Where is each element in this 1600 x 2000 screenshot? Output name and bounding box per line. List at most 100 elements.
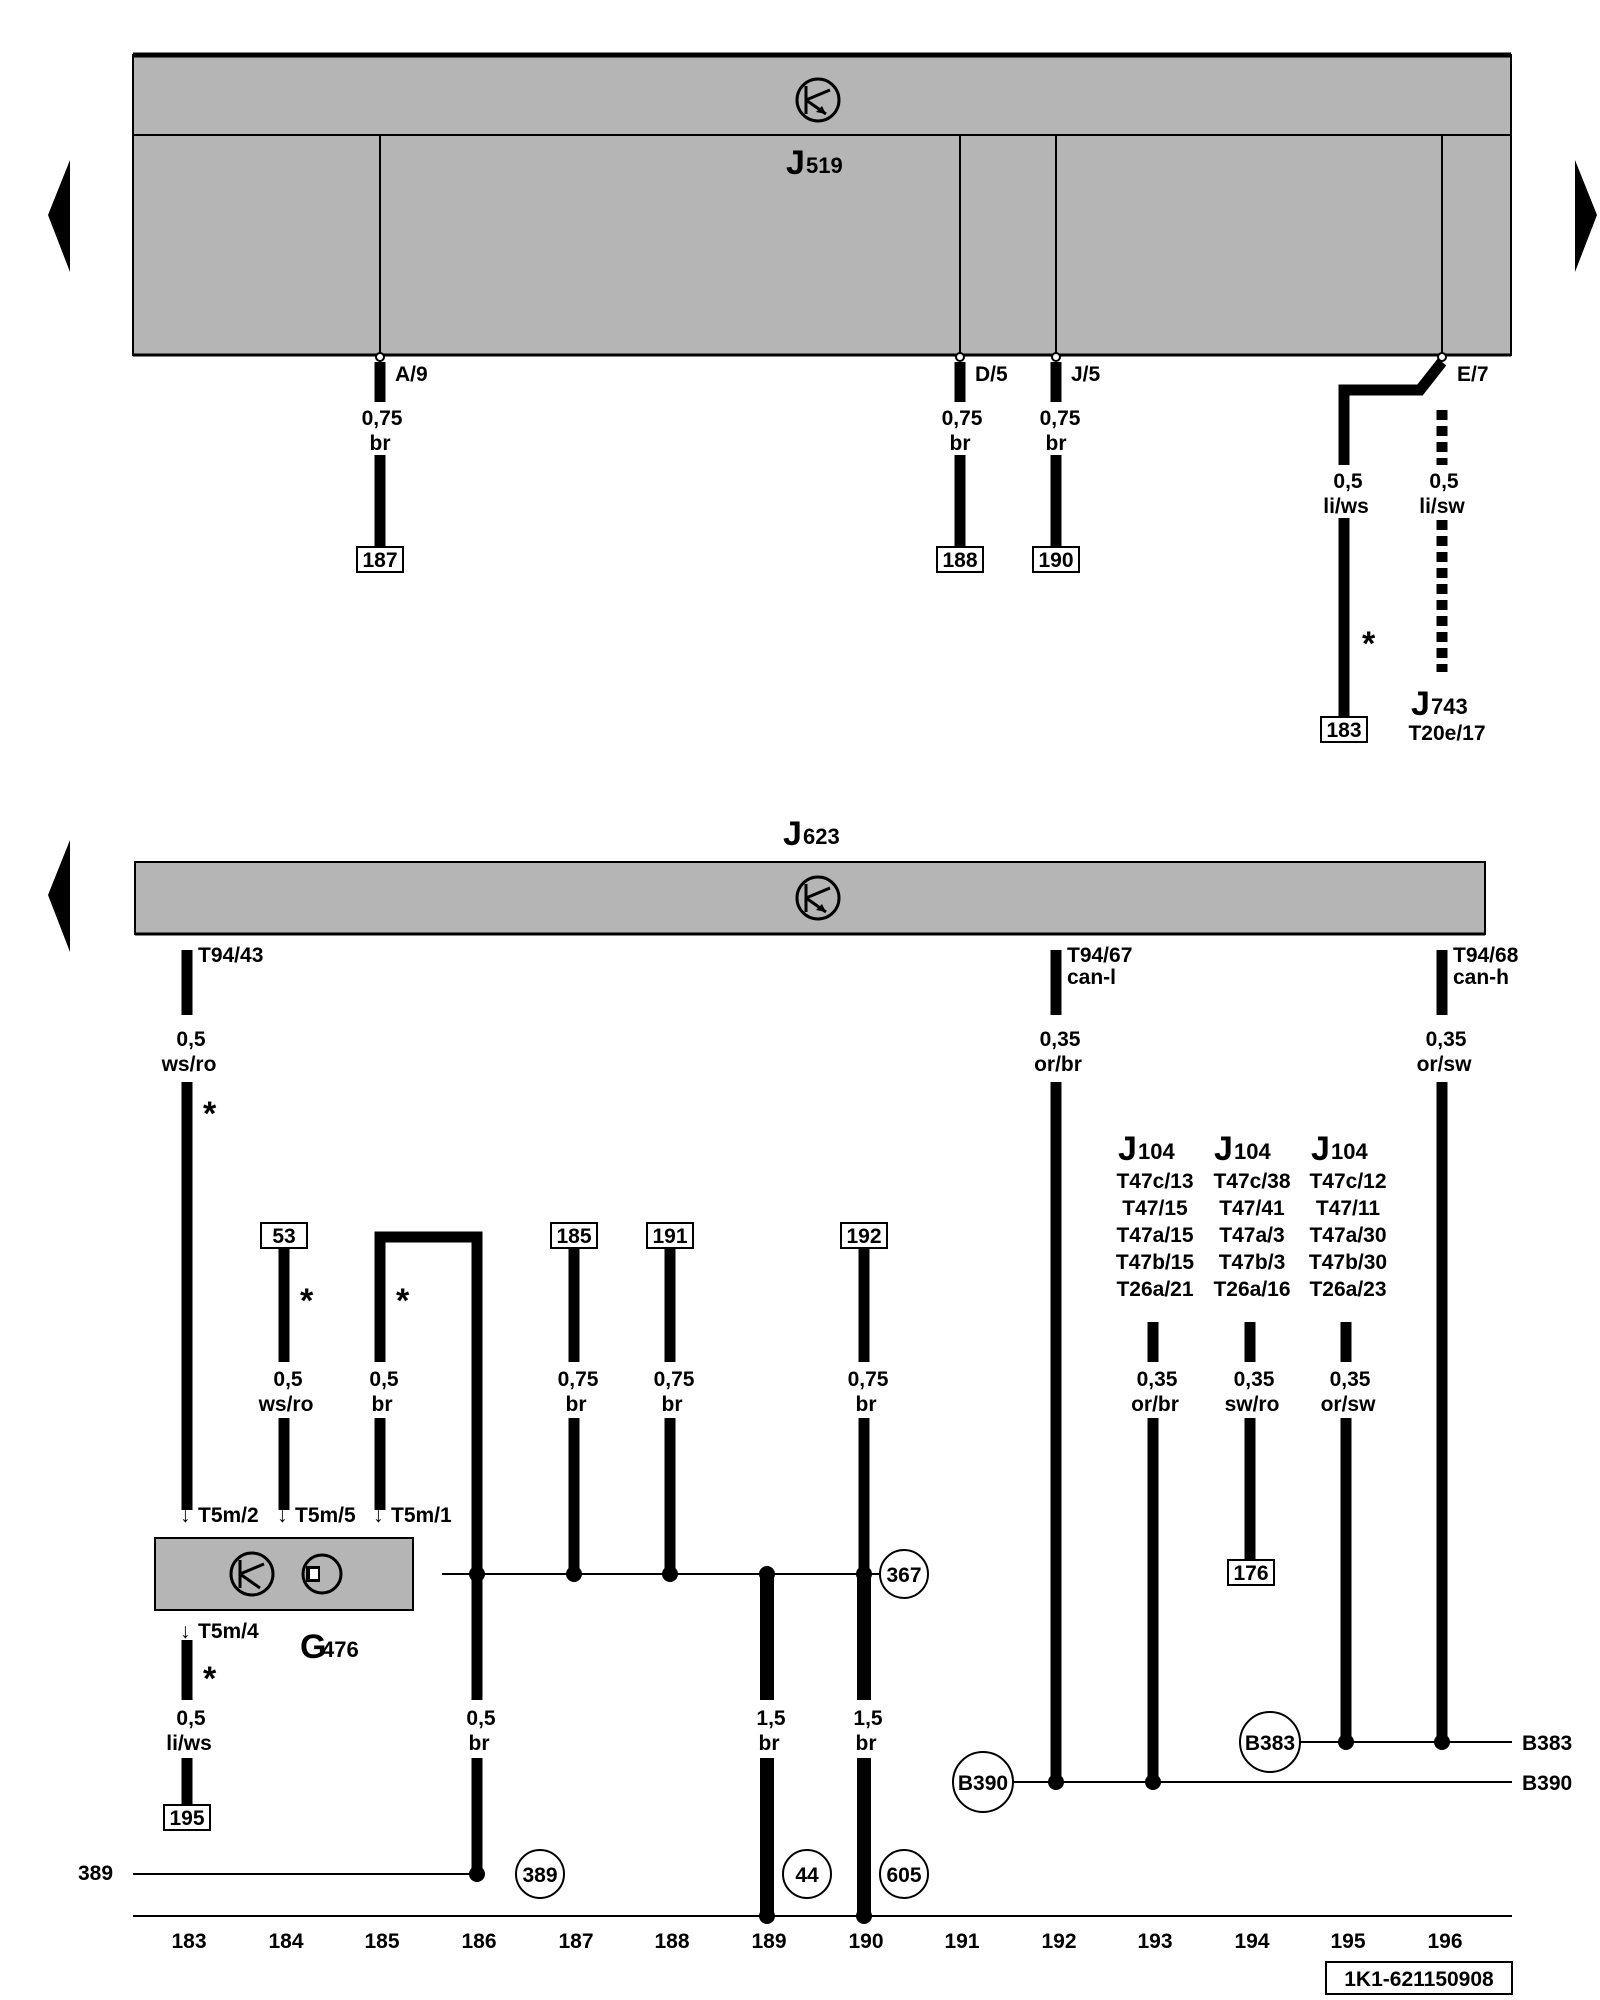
- wire-185: * 0,5 br: [369, 1231, 483, 1876]
- svg-text:189: 189: [751, 1930, 786, 1953]
- nav-right-icon[interactable]: [1575, 160, 1597, 272]
- svg-text:605: 605: [886, 1864, 921, 1887]
- wire-t94-43-gauge: 0,5: [176, 1028, 206, 1051]
- circle-b383[interactable]: B383: [1239, 1711, 1301, 1773]
- svg-text:389: 389: [522, 1864, 557, 1887]
- wire-j5-gauge: 0,75: [1040, 407, 1081, 430]
- svg-text:br: br: [856, 1732, 877, 1755]
- wire-t94-68-gauge: 0,35: [1426, 1028, 1467, 1051]
- wire-a9: A/9 0,75 br 187: [356, 352, 428, 573]
- svg-text:0,5: 0,5: [273, 1368, 303, 1391]
- circle-605[interactable]: 605: [879, 1849, 929, 1899]
- svg-text:br: br: [759, 1732, 780, 1755]
- wire-183b: * 0,5 li/ws 195: [163, 1640, 217, 1831]
- wire-193: 0,35 or/br: [1131, 1322, 1179, 1782]
- wire-t94-68-color: or/sw: [1417, 1053, 1473, 1076]
- wire-liws-color: li/ws: [1323, 495, 1369, 518]
- svg-text:185: 185: [364, 1930, 399, 1953]
- ref-53[interactable]: 53: [272, 1225, 295, 1248]
- ref-191[interactable]: 191: [652, 1225, 687, 1248]
- wire-t94-43: ↓ T94/43 0,5 ws/ro *: [161, 944, 263, 1510]
- svg-text:T26a/16: T26a/16: [1213, 1278, 1290, 1301]
- svg-text:*: *: [203, 1660, 217, 1698]
- wire-187: 185 0,75 br: [550, 1222, 599, 1574]
- wire-184: 53 * 0,5 ws/ro: [258, 1222, 314, 1510]
- wire-liws-star: *: [1362, 625, 1376, 663]
- nav-left-top-icon[interactable]: [48, 160, 70, 272]
- wire-190b: 1,5 br: [853, 1574, 883, 1924]
- svg-text:T47b/15: T47b/15: [1116, 1251, 1195, 1274]
- svg-text:ws/ro: ws/ro: [258, 1393, 314, 1416]
- pin-t94-67-sub: can-l: [1067, 966, 1116, 989]
- j104-block-1: J 104 T47c/13 T47/15 T47a/15 T47b/15 T26…: [1116, 1130, 1195, 1301]
- circle-367[interactable]: 367: [879, 1549, 929, 1599]
- ref-195[interactable]: 195: [169, 1807, 204, 1830]
- svg-text:104: 104: [1234, 1139, 1271, 1164]
- module-j623-letter: J: [783, 815, 802, 853]
- ref-188[interactable]: 188: [942, 549, 977, 572]
- svg-text:367: 367: [886, 1564, 921, 1587]
- svg-text:↓: ↓: [277, 1504, 288, 1527]
- ref-183[interactable]: 183: [1326, 719, 1361, 742]
- dest-j743-letter: J: [1411, 685, 1430, 723]
- wire-194: 0,35 sw/ro 176: [1225, 1322, 1280, 1586]
- svg-text:T47c/13: T47c/13: [1116, 1170, 1193, 1193]
- wire-188: 191 0,75 br: [646, 1222, 695, 1574]
- svg-text:187: 187: [558, 1930, 593, 1953]
- circle-44[interactable]: 44: [782, 1849, 832, 1899]
- svg-text:0,5: 0,5: [369, 1368, 399, 1391]
- svg-text:0,75: 0,75: [848, 1368, 889, 1391]
- ref-185[interactable]: 185: [556, 1225, 591, 1248]
- wire-t94-68: ↓ T94/68 can-h 0,35 or/sw: [1417, 944, 1519, 1742]
- svg-text:192: 192: [1041, 1930, 1076, 1953]
- module-j623-number: 623: [803, 824, 840, 849]
- line-389-label: 389: [78, 1862, 113, 1885]
- svg-text:186: 186: [461, 1930, 496, 1953]
- sensor-g476-number: 476: [322, 1637, 359, 1662]
- svg-text:or/br: or/br: [1131, 1393, 1179, 1416]
- circle-b390[interactable]: B390: [952, 1751, 1014, 1813]
- module-j519-number: 519: [806, 153, 843, 178]
- sensor-symbol-icon: [229, 1551, 343, 1597]
- wire-a9-gauge: 0,75: [362, 407, 403, 430]
- svg-text:191: 191: [944, 1930, 979, 1953]
- ref-187[interactable]: 187: [362, 549, 397, 572]
- svg-text:T26a/23: T26a/23: [1309, 1278, 1386, 1301]
- control-unit-symbol-icon: [795, 77, 841, 123]
- document-id: 1K1-621150908: [1325, 1961, 1513, 1995]
- svg-text:sw/ro: sw/ro: [1225, 1393, 1280, 1416]
- wire-j5-color: br: [1046, 432, 1067, 455]
- svg-text:↓: ↓: [180, 1504, 191, 1527]
- svg-text:B390: B390: [958, 1772, 1008, 1795]
- svg-text:104: 104: [1138, 1139, 1175, 1164]
- svg-text:T47/15: T47/15: [1122, 1197, 1188, 1220]
- nav-left-bottom-icon[interactable]: [48, 840, 70, 952]
- svg-text:J: J: [1118, 1130, 1137, 1168]
- wire-195: 0,35 or/sw: [1321, 1322, 1377, 1742]
- ref-192[interactable]: 192: [846, 1225, 881, 1248]
- pin-j5-label: J/5: [1071, 363, 1101, 386]
- svg-text:0,5: 0,5: [466, 1707, 496, 1730]
- ref-176[interactable]: 176: [1233, 1562, 1268, 1585]
- pin-t94-68-label: T94/68: [1453, 944, 1519, 967]
- svg-text:T47c/38: T47c/38: [1213, 1170, 1290, 1193]
- module-j519-letter: J: [786, 144, 805, 182]
- circle-389[interactable]: 389: [515, 1849, 565, 1899]
- svg-text:44: 44: [795, 1864, 819, 1887]
- control-unit-symbol-icon: [795, 875, 841, 921]
- svg-text:T47/41: T47/41: [1219, 1197, 1285, 1220]
- module-j623: [134, 861, 1486, 936]
- sensor-pin-t5m2: T5m/2: [198, 1504, 259, 1527]
- svg-text:br: br: [856, 1393, 877, 1416]
- svg-text:*: *: [300, 1282, 314, 1320]
- line-b390-label: B390: [1522, 1772, 1572, 1795]
- sensor-pin-t5m5: T5m/5: [295, 1504, 356, 1527]
- svg-text:194: 194: [1234, 1930, 1269, 1953]
- svg-text:1K1-621150908: 1K1-621150908: [1344, 1968, 1494, 1991]
- ref-190[interactable]: 190: [1038, 549, 1073, 572]
- svg-text:T47a/15: T47a/15: [1116, 1224, 1193, 1247]
- svg-text:B383: B383: [1245, 1732, 1295, 1755]
- track-numbers: 183 184 185 186 187 188 189 190 191 192 …: [171, 1930, 1462, 1953]
- sensor-g476-letter: G: [300, 1628, 326, 1666]
- svg-text:or/sw: or/sw: [1321, 1393, 1377, 1416]
